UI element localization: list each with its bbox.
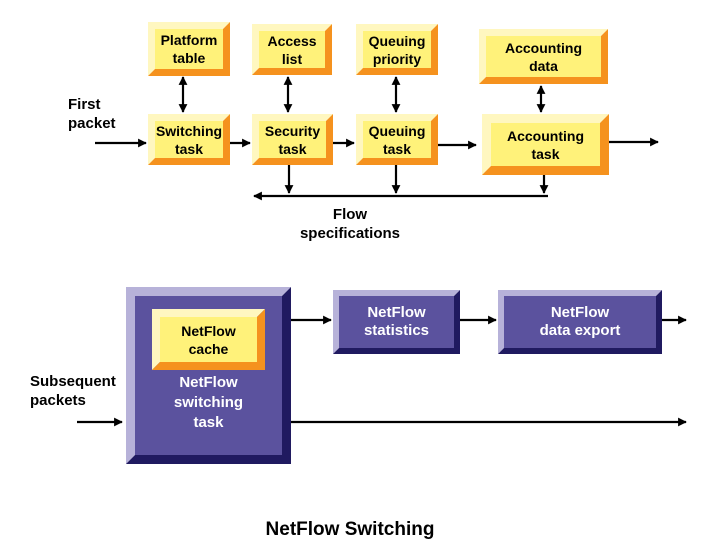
- first-packet-label: First packet: [68, 96, 116, 132]
- platform-table-label: Platform table: [160, 32, 218, 66]
- accounting-data-box: Accounting data: [479, 29, 608, 84]
- bevel-shadow: [356, 24, 438, 75]
- platform-table-box: Platform table: [148, 22, 230, 76]
- bevel-highlight: [482, 114, 609, 175]
- queuing-task-box: Queuing task: [356, 114, 438, 165]
- bevel-highlight: [152, 309, 265, 370]
- netflow-data-export-label: NetFlow data export: [539, 304, 621, 339]
- netflow-data-export-box: NetFlow data export: [498, 290, 662, 354]
- box-bevel: [152, 309, 265, 370]
- queuing-priority-label: Queuing priority: [368, 32, 426, 67]
- box-face: [504, 296, 656, 348]
- access-list-label: Access list: [267, 32, 317, 67]
- box-face: [339, 296, 454, 348]
- box-bevel: [479, 29, 608, 84]
- box-bevel: [252, 114, 333, 165]
- box-face: [363, 121, 431, 158]
- box-bevel: [148, 114, 230, 165]
- flow-specifications-label: Flow specifications: [299, 206, 401, 242]
- bevel-shadow: [479, 29, 608, 84]
- bevel-shadow: [148, 114, 230, 165]
- box-bevel: [356, 114, 438, 165]
- netflow-statistics-label: NetFlow statistics: [363, 304, 430, 339]
- netflow-switching-task-label: NetFlow switching task: [173, 374, 244, 431]
- bevel-shadow: [482, 114, 609, 175]
- accounting-task-label: Accounting task: [507, 127, 584, 162]
- security-task-box: Security task: [252, 114, 333, 165]
- security-task-label: Security task: [264, 122, 321, 157]
- netflow-cache-label: NetFlow cache: [181, 322, 236, 357]
- box-face: [259, 121, 326, 158]
- netflow-statistics-box: NetFlow statistics: [333, 290, 460, 354]
- box-face: [363, 31, 431, 68]
- bevel-highlight: [356, 114, 438, 165]
- box-face: [486, 36, 601, 77]
- box-face: [160, 317, 257, 362]
- box-face: [155, 29, 223, 69]
- diagram-caption: NetFlow Switching: [265, 519, 435, 540]
- queuing-priority-box: Queuing priority: [356, 24, 438, 75]
- box-face: [155, 121, 223, 158]
- box-face: [491, 123, 600, 166]
- bevel-highlight: [252, 24, 332, 75]
- box-bevel: [148, 22, 230, 76]
- bevel-shadow: [252, 114, 333, 165]
- bevel-highlight: [479, 29, 608, 84]
- box-bevel: [482, 114, 609, 175]
- bevel-shadow: [252, 24, 332, 75]
- box-bevel: [252, 24, 332, 75]
- accounting-data-label: Accounting data: [505, 39, 582, 74]
- box-bevel: [333, 290, 460, 354]
- switching-task-label: Switching task: [155, 122, 223, 157]
- box-bevel: [498, 290, 662, 354]
- switching-task-box: Switching task: [148, 114, 230, 165]
- bevel-highlight: [148, 22, 230, 76]
- subsequent-packets-label: Subsequent packets: [30, 373, 116, 409]
- bevel-shadow: [148, 22, 230, 76]
- box-face: [259, 31, 325, 68]
- bevel-highlight: [356, 24, 438, 75]
- netflow-cache-box: NetFlow cache: [152, 309, 265, 370]
- access-list-box: Access list: [252, 24, 332, 75]
- box-bevel: [356, 24, 438, 75]
- bevel-shadow: [152, 309, 265, 370]
- bevel-shadow: [356, 114, 438, 165]
- bevel-highlight: [252, 114, 333, 165]
- accounting-task-box: Accounting task: [482, 114, 609, 175]
- bevel-highlight: [148, 114, 230, 165]
- queuing-task-label: Queuing task: [368, 122, 426, 157]
